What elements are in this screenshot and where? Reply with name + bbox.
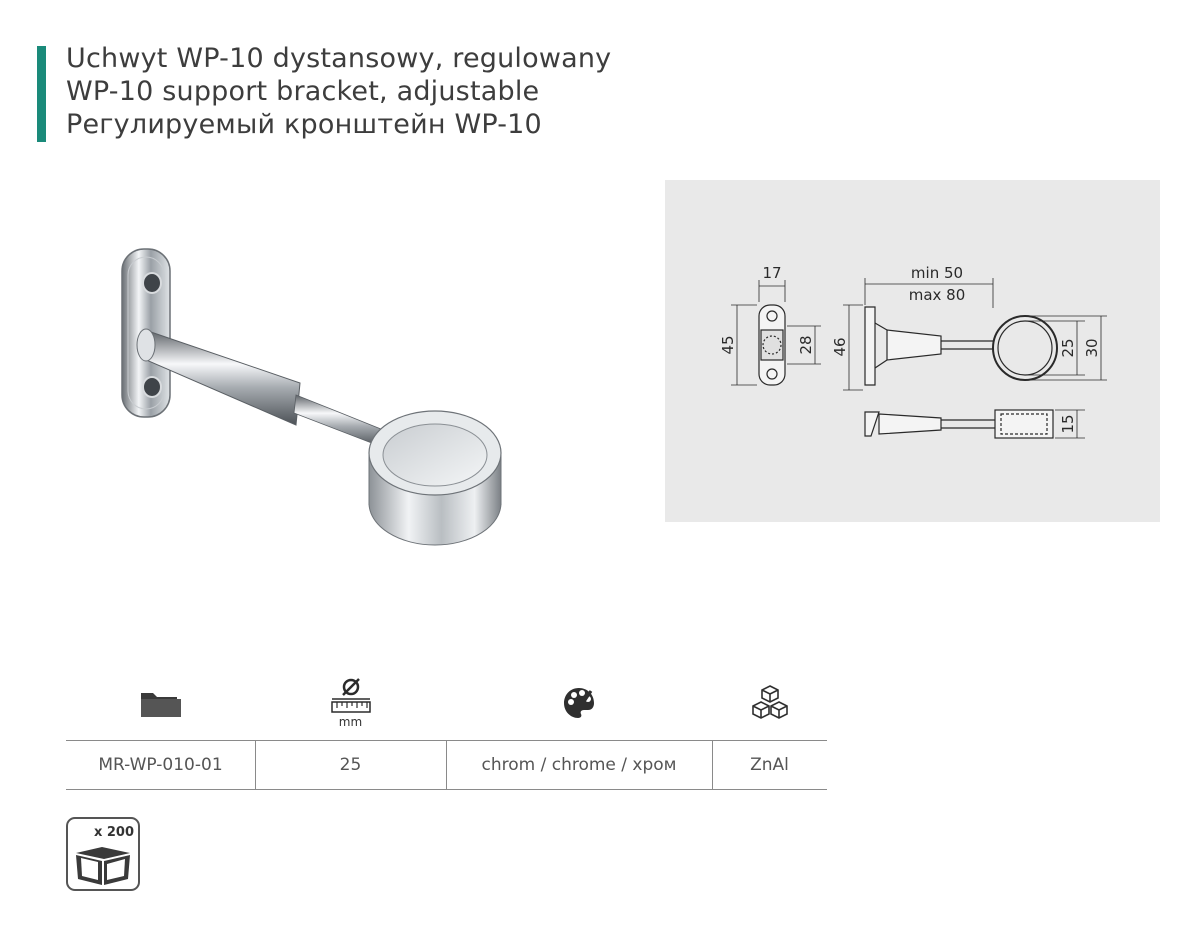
product-code: MR-WP-010-01: [98, 755, 223, 775]
dim-label-15: 15: [1059, 414, 1077, 433]
spec-table-block: mm MR-WP-010-01 25: [66, 675, 827, 790]
dim-label-30: 30: [1083, 338, 1101, 357]
title-english: WP-10 support bracket, adjustable: [66, 76, 540, 107]
palette-icon: [564, 688, 594, 718]
packaging-quantity-badge: x 200: [66, 817, 140, 891]
dim-label-17: 17: [762, 264, 781, 282]
cubes-icon: [751, 685, 788, 719]
column-divider: [712, 741, 713, 789]
column-divider: [446, 741, 447, 789]
dim-label-max: max 80: [909, 286, 966, 304]
diameter-value: 25: [339, 755, 362, 775]
title-block: Uchwyt WP-10 dystansowy, regulowany WP-1…: [66, 42, 611, 141]
dim-label-46: 46: [831, 337, 849, 356]
title-polish: Uchwyt WP-10 dystansowy, regulowany: [66, 43, 612, 74]
dim-label-25: 25: [1059, 338, 1077, 357]
folder-icon: [140, 693, 181, 717]
material-value: ZnAl: [750, 755, 789, 775]
technical-drawing-panel: 17 45 28 46 min 50 max 80 25 30 15: [665, 180, 1160, 522]
dim-label-45: 45: [719, 335, 737, 354]
product-photo: [121, 248, 502, 546]
spec-values-row: MR-WP-010-01 25 chrom / chrome / хром Zn…: [66, 740, 827, 790]
finish-value: chrom / chrome / хром: [481, 755, 677, 775]
accent-bar: [37, 46, 46, 142]
technical-drawing: 17 45 28 46 min 50 max 80 25 30 15: [719, 264, 1107, 439]
column-divider: [255, 741, 256, 789]
spec-icon-row: mm: [66, 675, 827, 740]
box-icon: [76, 847, 130, 885]
packaging-quantity-label: x 200: [93, 825, 134, 840]
diameter-ruler-icon: [330, 678, 371, 713]
dim-label-28: 28: [797, 335, 815, 354]
diameter-unit-label: mm: [338, 715, 363, 729]
dim-label-min: min 50: [911, 264, 963, 282]
title-russian: Регулируемый кронштейн WP-10: [66, 109, 542, 140]
